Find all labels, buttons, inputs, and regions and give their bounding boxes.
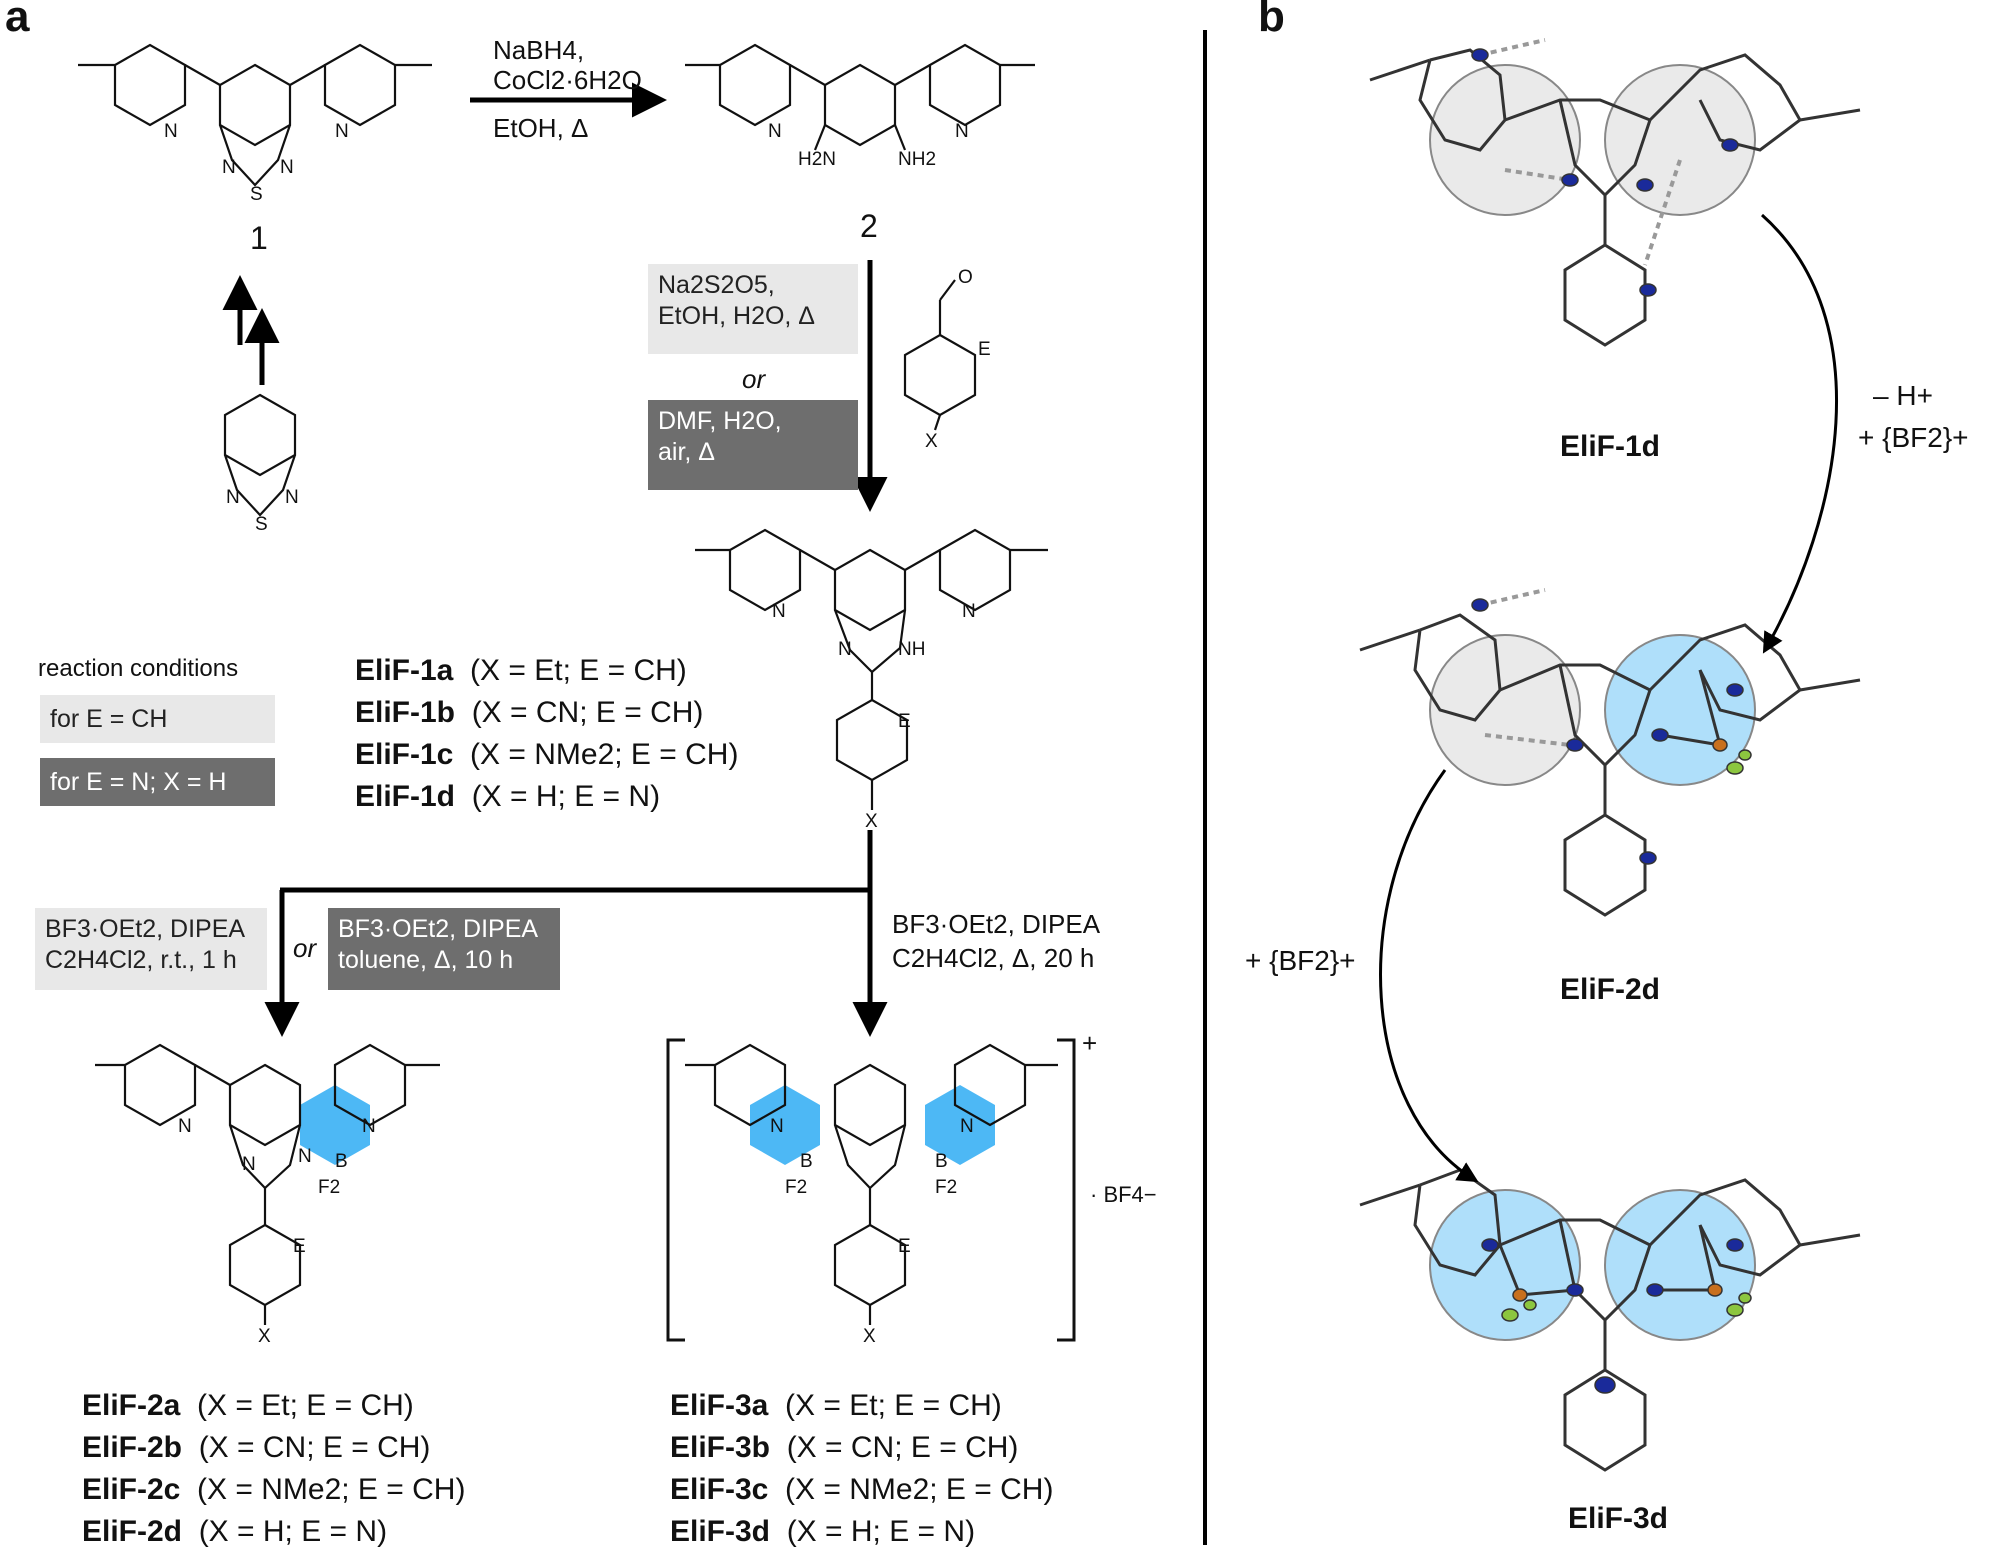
arrow1-label-bf2: + {BF2}+	[1858, 422, 1969, 453]
step1-solvent: EtOH, Δ	[493, 113, 589, 143]
atom-e-elif2: E	[293, 1236, 306, 1257]
elif1-list: EliF-1a (X = Et; E = CH) EliF-1b (X = CN…	[355, 650, 738, 818]
atom-n-c2-left: N	[768, 121, 782, 142]
crystal-label-3d: EliF-3d	[1568, 1502, 1669, 1535]
atom-n-btd-right: N	[285, 487, 299, 508]
atom-nh2-right: NH2	[898, 149, 937, 170]
elif1-item-a: EliF-1a (X = Et; E = CH)	[355, 654, 687, 687]
atom-f2-elif3-right: F2	[935, 1177, 958, 1198]
compound-2-number: 2	[860, 208, 878, 244]
atom-x-elif1: X	[865, 811, 878, 832]
step2-conditions-dark: DMF, H2O, air, Δ	[648, 400, 858, 490]
legend-dark-swatch: for E = N; X = H	[40, 758, 275, 806]
curved-arrow-2d-to-3d	[1379, 769, 1479, 1183]
step1-reagent-2: CoCl2·6H2O	[493, 65, 642, 95]
atom-n-elif1-imid: N	[838, 639, 852, 660]
step3-left-or: or	[293, 933, 317, 963]
atom-s-btd: S	[255, 514, 268, 535]
elif-1-structure	[695, 528, 1048, 810]
atom-b-elif3-right: B	[935, 1151, 948, 1172]
atom-e-aldehyde: E	[978, 339, 991, 360]
atom-x-elif2: X	[258, 1326, 271, 1347]
atom-x-elif3: X	[863, 1326, 876, 1347]
atom-f2-elif3-left: F2	[785, 1177, 808, 1198]
atom-s-c1: S	[250, 184, 263, 205]
arrow2-label-bf2: + {BF2}+	[1245, 945, 1356, 976]
crystal-elif-3d	[1359, 1168, 1861, 1472]
elif2-item-a: EliF-2a (X = Et; E = CH)	[82, 1389, 414, 1422]
atom-n-elif2-chelate: N	[362, 1116, 376, 1137]
compound-1-number: 1	[250, 220, 268, 256]
atom-x-aldehyde: X	[925, 431, 938, 452]
atom-f2-elif2: F2	[318, 1177, 341, 1198]
atom-e-elif1: E	[898, 711, 911, 732]
legend-light-swatch: for E = CH	[40, 695, 275, 743]
compound-2-structure	[685, 43, 1035, 151]
elif2-item-c: EliF-2c (X = NMe2; E = CH)	[82, 1473, 466, 1506]
legend-title: reaction conditions	[38, 655, 239, 682]
atom-e-elif3: E	[898, 1236, 911, 1257]
elif3-item-b: EliF-3b (X = CN; E = CH)	[670, 1431, 1019, 1464]
atom-n-c1-td-right: N	[280, 157, 294, 178]
atom-nh-elif1: NH	[898, 639, 926, 660]
step3-right-solvent: C2H4Cl2, Δ, 20 h	[892, 943, 1095, 973]
atom-n-elif3-left: N	[770, 1116, 784, 1137]
crystal-elif-1d	[1369, 38, 1861, 347]
atom-n-elif2-py: N	[178, 1116, 192, 1137]
atom-b-elif3-left: B	[800, 1151, 813, 1172]
elif3-item-a: EliF-3a (X = Et; E = CH)	[670, 1389, 1002, 1422]
elif1-item-c: EliF-1c (X = NMe2; E = CH)	[355, 738, 739, 771]
atom-n-c2-right: N	[955, 121, 969, 142]
atom-n-btd-left: N	[226, 487, 240, 508]
atom-n-elif2-imid2: N	[298, 1146, 312, 1167]
aldehyde-reagent-structure	[903, 279, 977, 431]
atom-nh2-left: H2N	[798, 149, 837, 170]
atom-o-aldehyde: O	[958, 267, 973, 288]
elif3-item-c: EliF-3c (X = NMe2; E = CH)	[670, 1473, 1054, 1506]
panel-label-a: a	[5, 0, 30, 41]
elif1-item-d: EliF-1d (X = H; E = N)	[355, 780, 661, 813]
elif3-list: EliF-3a (X = Et; E = CH) EliF-3b (X = CN…	[670, 1385, 1053, 1553]
elif2-item-d: EliF-2d (X = H; E = N)	[82, 1515, 388, 1548]
elif1-item-b: EliF-1b (X = CN; E = CH)	[355, 696, 704, 729]
curved-arrow-1d-to-2d	[1761, 213, 1838, 654]
crystal-elif-2d	[1359, 588, 1861, 917]
atom-b-elif2: B	[335, 1151, 348, 1172]
elif2-item-b: EliF-2b (X = CN; E = CH)	[82, 1431, 431, 1464]
step1-reagent-1: NaBH4,	[493, 35, 585, 65]
crystal-label-2d: EliF-2d	[1560, 973, 1661, 1006]
elif-2-structure	[95, 1043, 440, 1325]
atom-n-elif1-right: N	[962, 601, 976, 622]
elif-3-structure	[666, 1038, 1076, 1342]
atom-n-c1-left: N	[164, 121, 178, 142]
panel-label-b: b	[1258, 0, 1285, 41]
step3-right-reagent: BF3·OEt2, DIPEA	[892, 909, 1101, 939]
step2-or: or	[742, 364, 766, 394]
elif2-list: EliF-2a (X = Et; E = CH) EliF-2b (X = CN…	[82, 1385, 465, 1553]
step3-left-conditions-light: BF3·OEt2, DIPEA C2H4Cl2, r.t., 1 h	[35, 908, 267, 990]
elif3-counterion: · BF4−	[1090, 1182, 1157, 1207]
elif3-charge: +	[1082, 1028, 1098, 1058]
step3-left-conditions-dark: BF3·OEt2, DIPEA toluene, Δ, 10 h	[328, 908, 560, 990]
atom-n-c1-right: N	[335, 121, 349, 142]
arrow1-label-deprotonation: – H+	[1873, 380, 1933, 411]
atom-n-elif2-imid: N	[242, 1154, 256, 1175]
atom-n-c1-td-left: N	[222, 157, 236, 178]
step2-conditions-light: Na2S2O5, EtOH, H2O, Δ	[648, 264, 858, 354]
atom-n-elif1-left: N	[772, 601, 786, 622]
compound-1-structure	[78, 43, 432, 187]
atom-n-elif3-right: N	[960, 1116, 974, 1137]
elif3-item-d: EliF-3d (X = H; E = N)	[670, 1515, 976, 1548]
benzothiadiazole-structure	[223, 393, 297, 517]
crystal-label-1d: EliF-1d	[1560, 430, 1661, 463]
